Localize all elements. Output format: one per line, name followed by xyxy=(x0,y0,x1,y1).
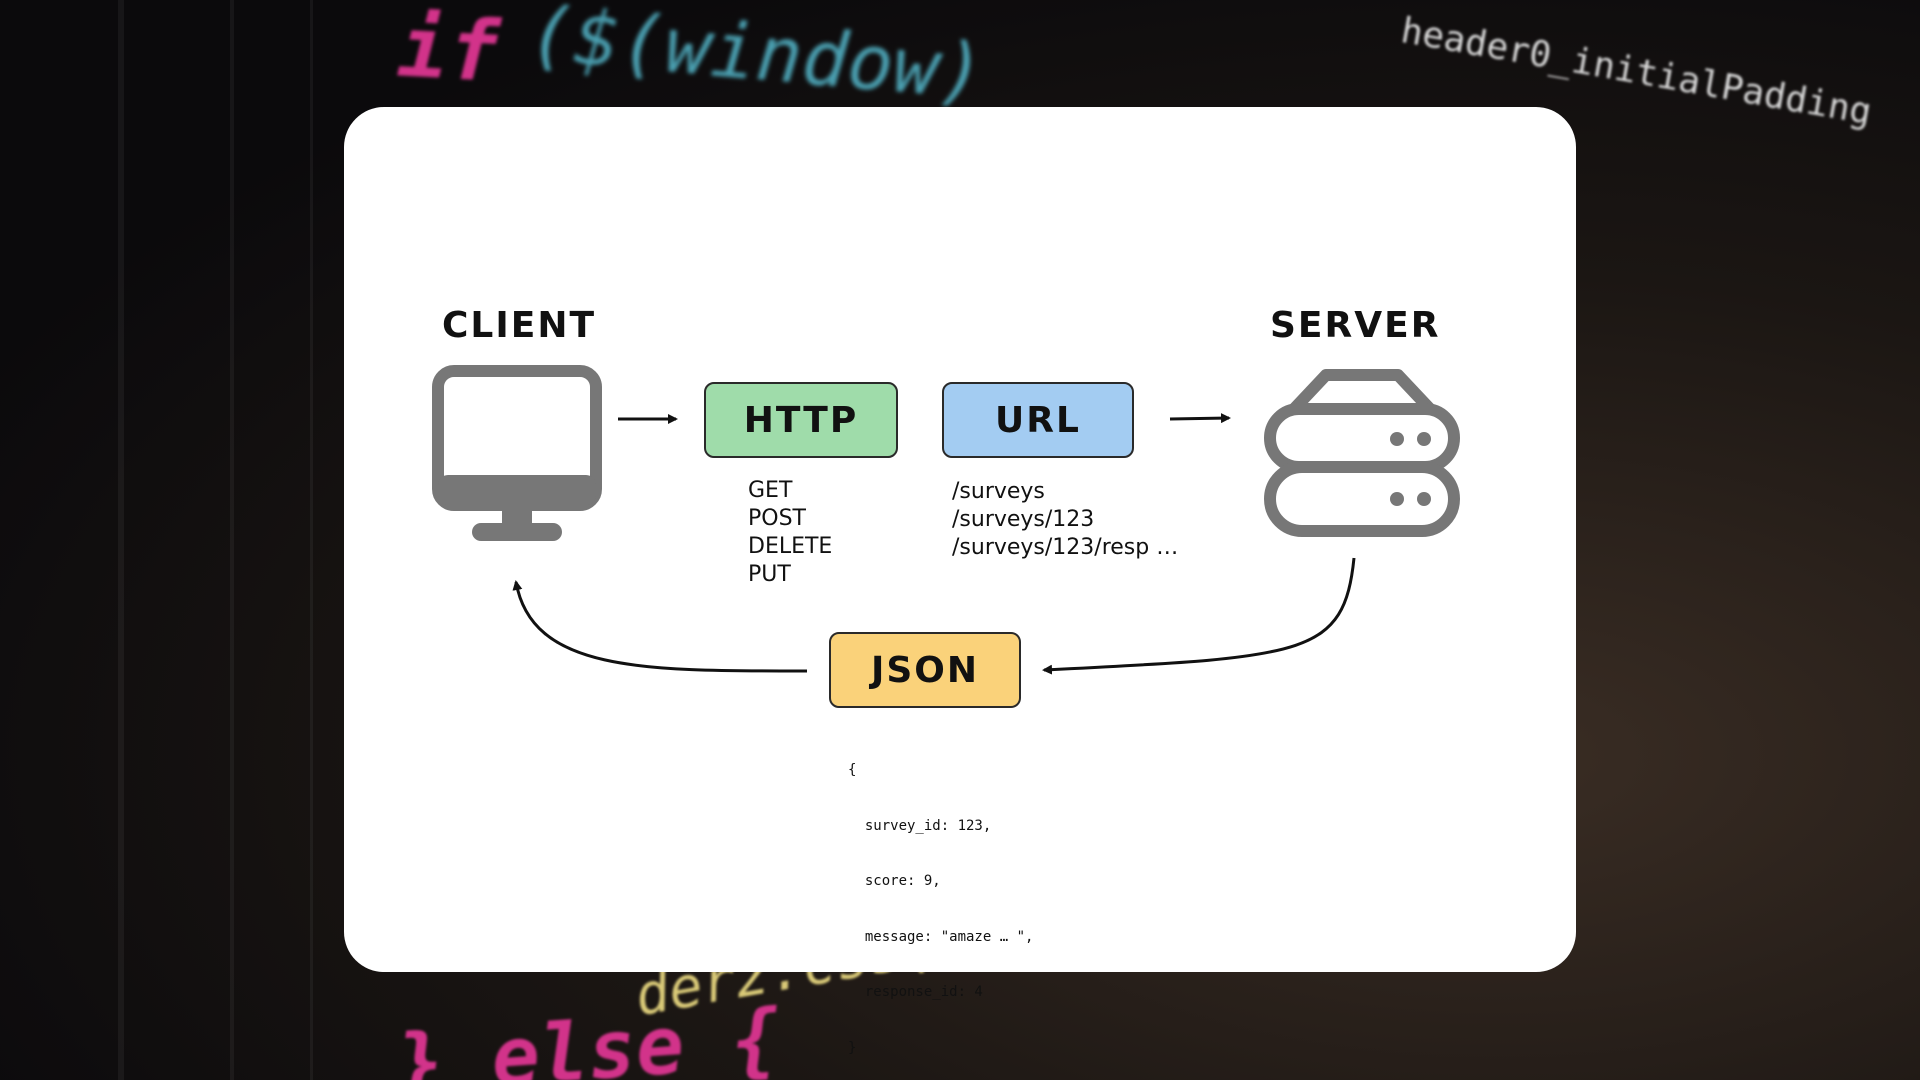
http-label: HTTP xyxy=(743,399,859,441)
arrow-json-to-client xyxy=(512,580,808,673)
server-icon xyxy=(1264,369,1460,537)
url-path: /surveys/123 xyxy=(952,507,1095,532)
json-label: JSON xyxy=(870,649,980,691)
url-path: /surveys/123/resp … xyxy=(952,535,1179,560)
client-label: CLIENT xyxy=(442,305,597,346)
monitor-icon xyxy=(432,365,602,541)
background-code-if: if xyxy=(395,0,502,101)
http-method: GET xyxy=(748,478,793,503)
http-method: DELETE xyxy=(748,534,833,559)
json-line: response_id: 4 xyxy=(848,984,983,1000)
json-line: { xyxy=(848,762,857,778)
url-box: URL xyxy=(942,382,1134,458)
background-code-window: ($(window) xyxy=(524,0,989,117)
json-body: { survey_id: 123, score: 9, message: "am… xyxy=(848,724,1033,1080)
http-method: PUT xyxy=(748,562,791,587)
json-line: message: "amaze … ", xyxy=(848,928,1034,945)
background-column-line xyxy=(118,0,124,1080)
diagram-card: CLIENT SERVER HTTP URL JSON GET POST DEL… xyxy=(344,107,1576,1056)
arrow-server-to-json xyxy=(1042,557,1356,675)
http-method: POST xyxy=(748,506,806,531)
url-label: URL xyxy=(995,399,1081,441)
diagram-arrows xyxy=(512,413,1356,675)
json-line: survey_id: 123, xyxy=(848,817,992,834)
arrow-url-to-server xyxy=(1169,413,1231,424)
json-box: JSON xyxy=(829,632,1021,708)
server-label: SERVER xyxy=(1270,305,1441,346)
url-paths-list: /surveys /surveys/123 /surveys/123/resp … xyxy=(952,478,1178,562)
http-box: HTTP xyxy=(704,382,898,458)
background-column-line xyxy=(230,0,234,1080)
json-line: } xyxy=(848,1039,857,1056)
http-methods-list: GET POST DELETE PUT xyxy=(748,477,832,589)
json-line: score: 9, xyxy=(848,873,941,889)
background-column-line xyxy=(310,0,313,1080)
url-path: /surveys xyxy=(952,479,1045,504)
